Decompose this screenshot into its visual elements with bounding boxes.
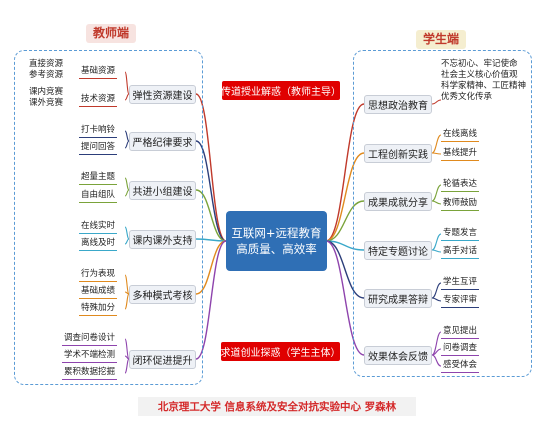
teacher-leaf-3-0: 在线实时: [79, 219, 118, 234]
teacher-leaf-1-1: 提问回答: [79, 140, 118, 155]
connector-curve: [124, 71, 130, 95]
connector-curve: [431, 200, 442, 205]
teacher-leaf-5-0: 调查问卷设计: [62, 331, 118, 346]
student-node-5: 效果体会反馈: [364, 346, 432, 365]
connector-curve: [325, 240, 365, 251]
student-leaf-1-0: 在线离线: [441, 127, 480, 142]
student-leaf-0-0: 不忘初心、牢记使命: [441, 59, 518, 69]
student-leaf-4-0: 学生互评: [441, 275, 480, 290]
teacher-sub-0-1: 参考资源: [29, 70, 64, 80]
student-leaf-5-0: 意见提出: [441, 324, 480, 339]
footer-credit: 北京理工大学 信息系统及安全对抗实验中心 罗森林: [138, 397, 416, 416]
student-node-2: 成果成就分享: [364, 192, 432, 211]
teacher-node-2: 共进小组建设: [129, 181, 196, 200]
connector-curve: [431, 99, 442, 105]
student-leaf-3-0: 专题发言: [441, 226, 480, 241]
connector-curve: [124, 189, 130, 197]
student-leaf-1-1: 基线提升: [441, 146, 480, 161]
connector-curve: [325, 240, 365, 299]
connector-curve: [195, 240, 227, 360]
teacher-leaf-0-1: 技术资源: [79, 92, 118, 107]
center-line-1: 互联网+远程教育: [231, 226, 322, 240]
teacher-leaf-2-1: 自由组队: [79, 188, 118, 203]
student-leaf-2-0: 轮循表达: [441, 177, 480, 192]
connector-curve: [325, 152, 365, 242]
teacher-sub-0-2: 课内竞赛: [29, 87, 64, 97]
student-leaf-0-3: 优秀文化传承: [441, 92, 493, 102]
teacher-node-5: 闭环促进提升: [129, 350, 196, 369]
teacher-leaf-5-1: 学术不端检测: [62, 348, 118, 363]
teacher-header: 教师端: [86, 24, 137, 43]
student-header: 学生端: [416, 30, 467, 49]
connector-curve: [195, 240, 227, 295]
student-leaf-3-1: 高手对话: [441, 244, 480, 259]
teacher-node-0: 弹性资源建设: [129, 85, 196, 104]
student-leaf-0-1: 社会主义核心价值观: [441, 70, 518, 80]
student-leaf-5-2: 感受体会: [441, 358, 480, 373]
connector-curve: [431, 297, 442, 302]
teacher-leaf-0-0: 基础资源: [79, 64, 118, 79]
teacher-panel: [14, 50, 203, 385]
connector-curve: [325, 240, 365, 356]
student-led-label: 求道创业探惑（学生主体）: [221, 342, 341, 361]
connector-curve: [124, 358, 130, 374]
connector-curve: [195, 238, 227, 242]
connector-curve: [195, 93, 227, 242]
connector-curve: [195, 189, 227, 242]
teacher-leaf-3-1: 离线及时: [79, 236, 118, 251]
connector-curve: [431, 249, 442, 253]
connector-curve: [325, 103, 365, 242]
teacher-node-1: 严格纪律要求: [129, 132, 196, 151]
student-leaf-0-2: 科学家精神、工匠精神: [441, 81, 527, 91]
student-leaf-5-1: 问卷调查: [441, 341, 480, 356]
connector-curve: [124, 293, 130, 310]
teacher-node-3: 课内课外支持: [129, 230, 196, 249]
student-leaf-4-1: 专家评审: [441, 293, 480, 308]
teacher-node-4: 多种模式考核: [129, 285, 196, 304]
teacher-sub-0-0: 直接资源: [29, 59, 64, 69]
student-node-4: 研究成果答辩: [364, 289, 432, 308]
teacher-leaf-4-1: 基础成绩: [79, 284, 118, 299]
center-line-2: 高质量、高效率: [236, 242, 317, 256]
teacher-led-label: 传道授业解惑（教师主导）: [221, 81, 341, 100]
connector-curve: [431, 354, 442, 367]
student-node-0: 思想政治教育: [364, 95, 432, 114]
student-node-1: 工程创新实践: [364, 144, 432, 163]
center-node: 互联网+远程教育 高质量、高效率: [226, 211, 327, 271]
student-node-3: 特定专题讨论: [364, 241, 432, 260]
student-leaf-2-1: 教师鼓励: [441, 196, 480, 211]
connector-curve: [325, 200, 365, 242]
connector-curve: [431, 152, 442, 155]
teacher-leaf-5-2: 累积数据挖掘: [62, 365, 118, 380]
teacher-leaf-4-0: 行为表现: [79, 267, 118, 282]
connector-curve: [124, 238, 130, 245]
connector-curve: [124, 140, 130, 149]
teacher-sub-0-3: 课外竞赛: [29, 98, 64, 108]
student-panel: [353, 50, 532, 377]
teacher-leaf-1-0: 打卡响铃: [79, 123, 118, 138]
teacher-leaf-4-2: 特殊加分: [79, 301, 118, 316]
teacher-leaf-2-0: 超量主题: [79, 170, 118, 185]
connector-curve: [124, 93, 130, 101]
connector-curve: [195, 140, 227, 242]
